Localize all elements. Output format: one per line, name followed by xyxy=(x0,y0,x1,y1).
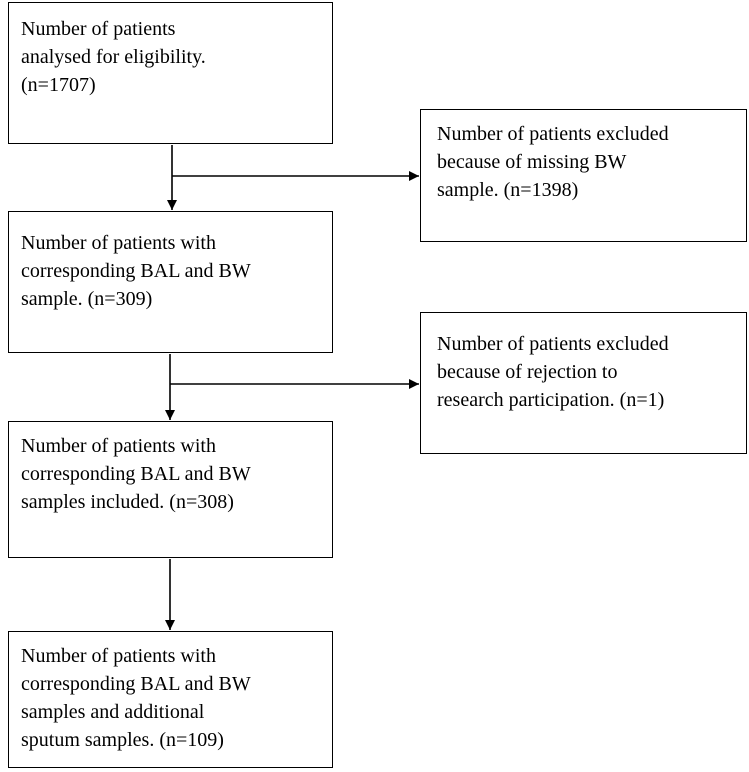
node-excluded-rejection: Number of patients excluded because of r… xyxy=(420,312,747,454)
node-excluded-missing-bw-line-2: because of missing BW xyxy=(437,151,627,173)
node-sputum-line-4: sputum samples. (n=109) xyxy=(21,729,224,751)
node-excluded-rejection-line-1: Number of patients excluded xyxy=(437,333,669,355)
node-excluded-rejection-line-3: research participation. (n=1) xyxy=(437,389,665,411)
node-included: Number of patients with corresponding BA… xyxy=(8,421,333,558)
node-included-line-3: samples included. (n=308) xyxy=(21,491,234,513)
node-excluded-missing-bw-line-1: Number of patients excluded xyxy=(437,123,669,145)
node-excluded-rejection-line-2: because of rejection to xyxy=(437,361,618,383)
node-excluded-missing-bw-line-3: sample. (n=1398) xyxy=(437,179,579,201)
node-sputum-line-2: corresponding BAL and BW xyxy=(21,673,251,695)
node-included-line-1: Number of patients with xyxy=(21,435,216,457)
node-included-line-2: corresponding BAL and BW xyxy=(21,463,251,485)
node-sputum-line-1: Number of patients with xyxy=(21,645,216,667)
node-eligibility-line-2: analysed for eligibility. xyxy=(21,46,206,68)
node-eligibility-line-3: (n=1707) xyxy=(21,74,96,96)
node-corresponding-bal-bw-line-1: Number of patients with xyxy=(21,232,216,254)
node-eligibility: Number of patients analysed for eligibil… xyxy=(8,2,333,144)
node-corresponding-bal-bw: Number of patients with corresponding BA… xyxy=(8,211,333,353)
node-corresponding-bal-bw-line-3: sample. (n=309) xyxy=(21,288,153,310)
node-sputum: Number of patients with corresponding BA… xyxy=(8,631,333,768)
node-eligibility-line-1: Number of patients xyxy=(21,18,176,40)
node-corresponding-bal-bw-line-2: corresponding BAL and BW xyxy=(21,260,251,282)
node-sputum-line-3: samples and additional xyxy=(21,701,205,723)
node-excluded-missing-bw: Number of patients excluded because of m… xyxy=(420,109,747,242)
